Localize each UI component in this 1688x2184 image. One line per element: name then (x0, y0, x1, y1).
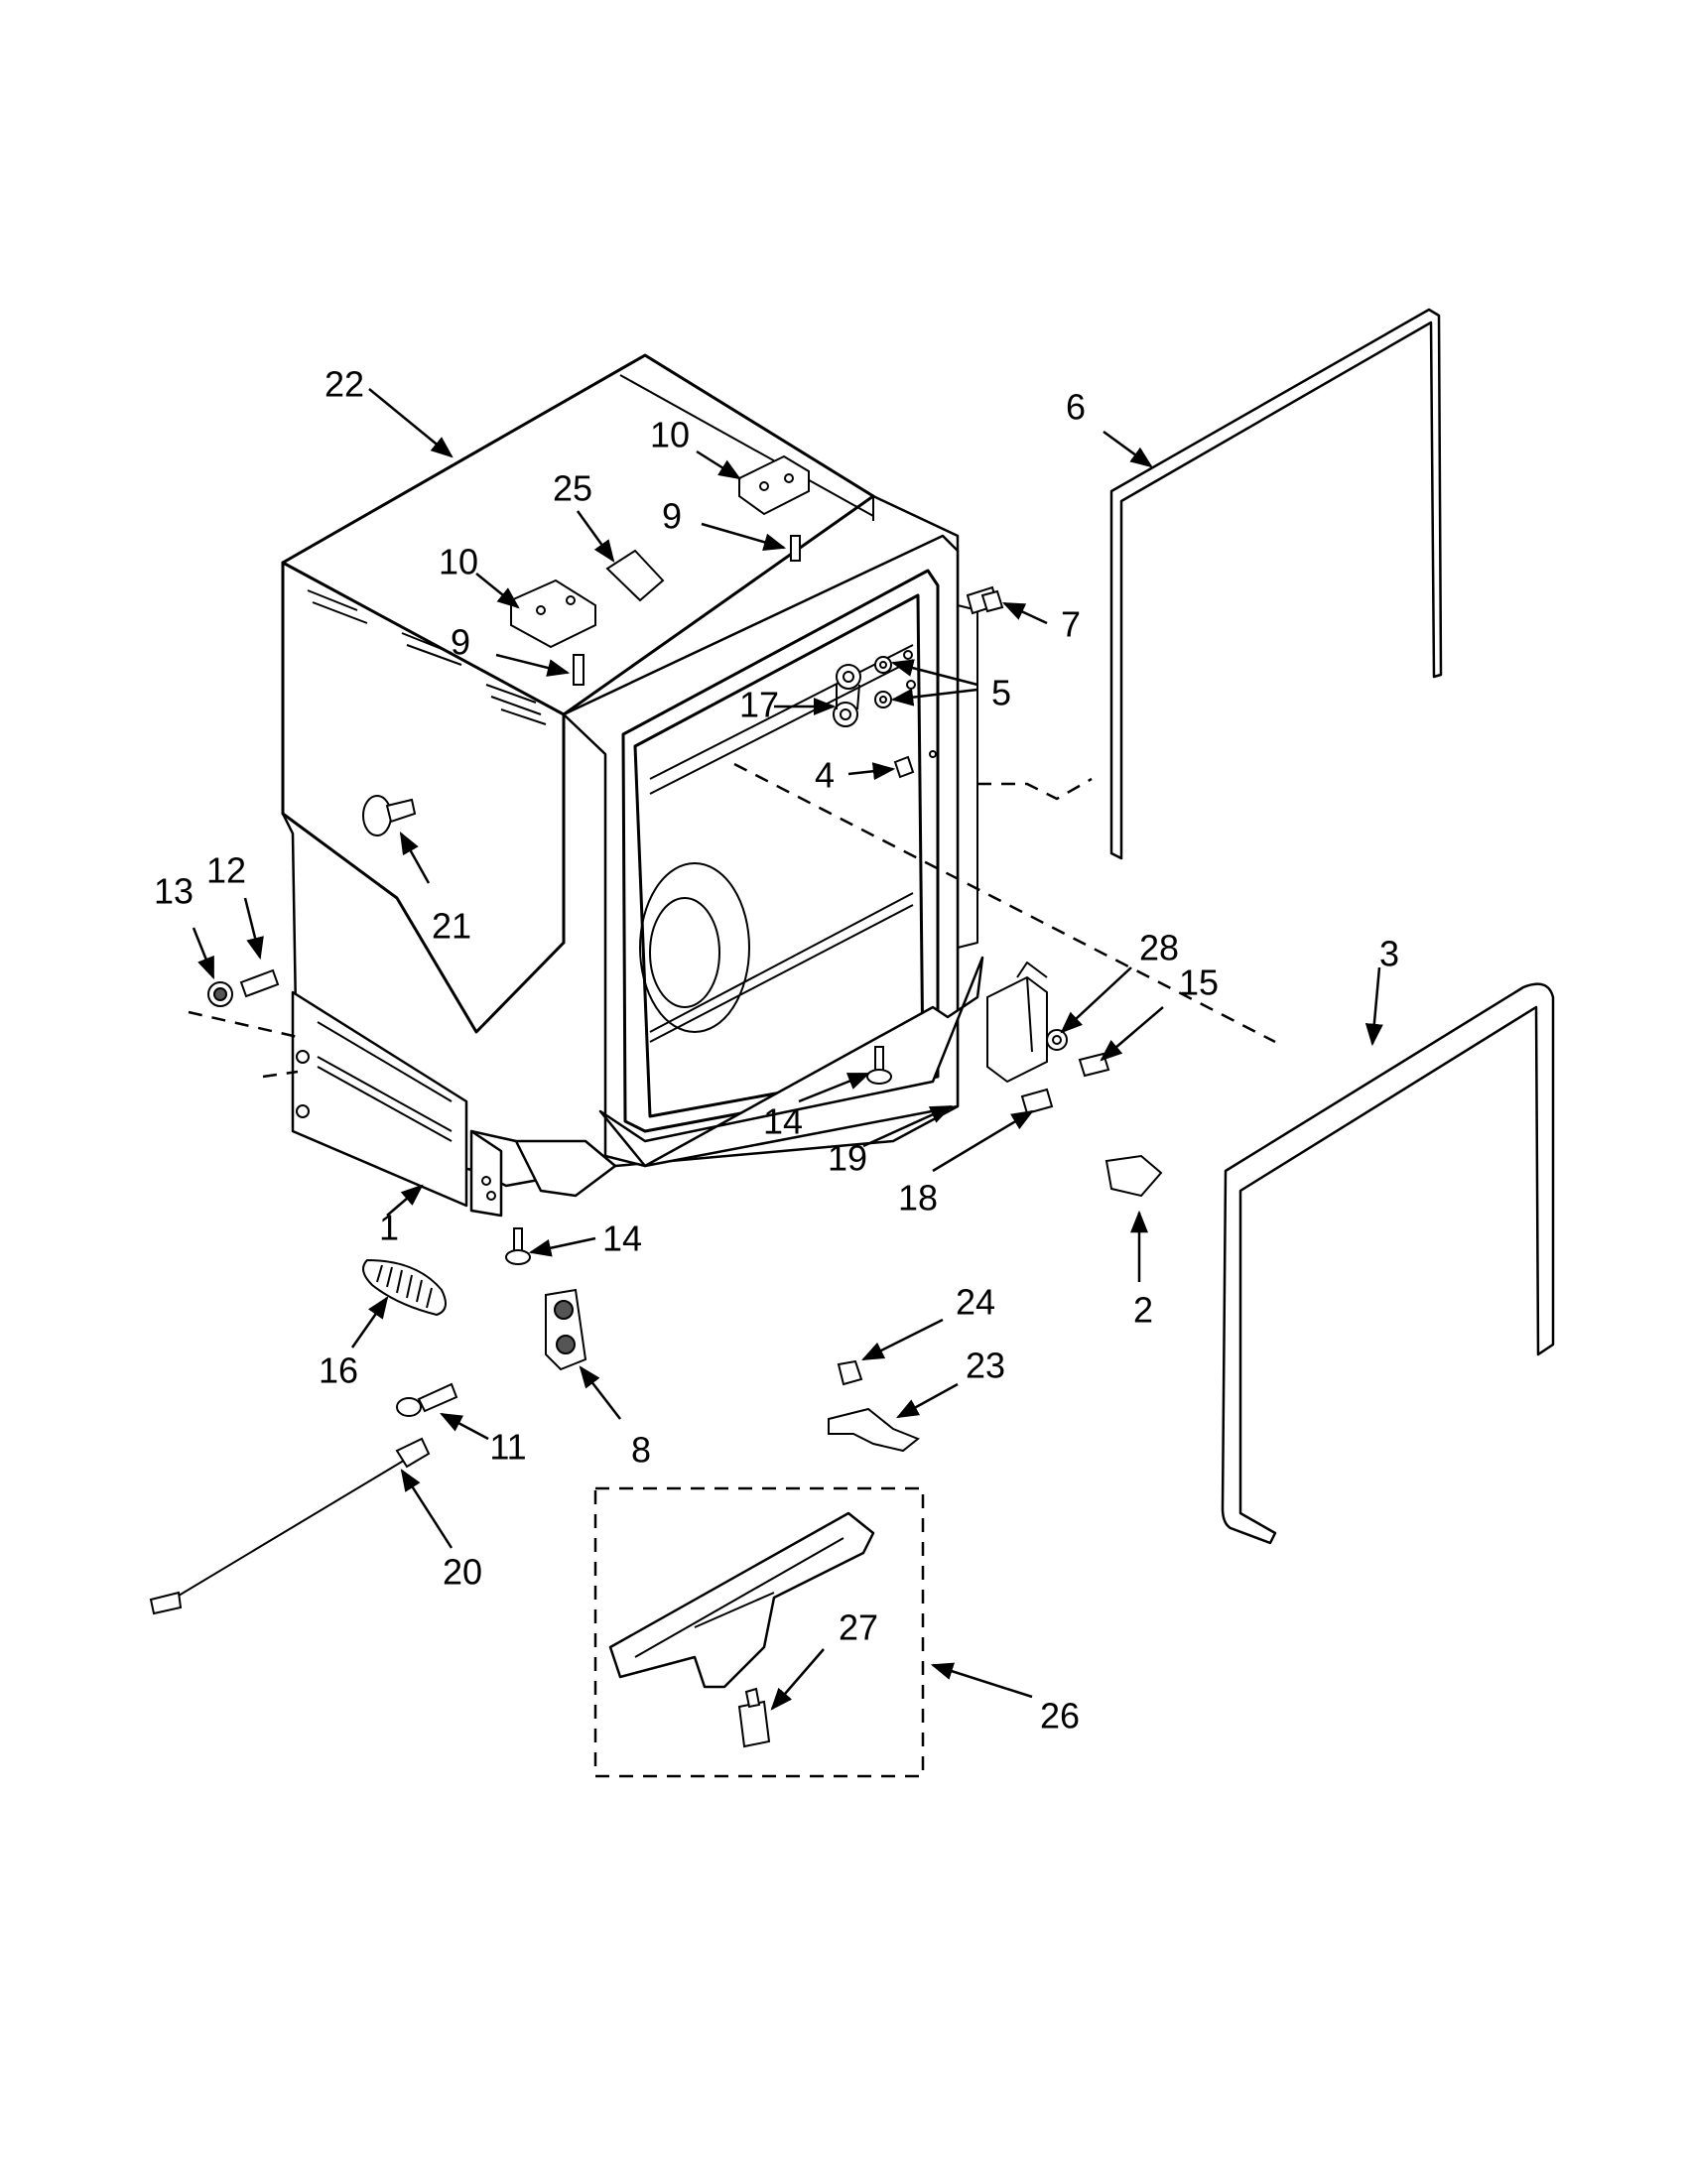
label-12: 12 (206, 850, 246, 891)
part-6-strip (1109, 308, 1443, 860)
label-28: 28 (1139, 928, 1179, 968)
label-5: 5 (991, 673, 1011, 713)
label-10-upper: 10 (650, 415, 690, 455)
part-labels: 22 10 25 9 10 9 6 7 5 17 4 21 13 12 28 1… (154, 364, 1399, 1736)
label-11: 11 (489, 1427, 526, 1468)
label-7: 7 (1061, 604, 1081, 645)
label-20: 20 (443, 1552, 482, 1593)
label-3: 3 (1379, 934, 1399, 974)
label-19: 19 (828, 1138, 867, 1179)
label-22: 22 (325, 364, 364, 405)
label-27: 27 (839, 1607, 878, 1648)
label-21: 21 (432, 906, 471, 947)
label-6: 6 (1066, 387, 1086, 428)
part-3-gasket (1221, 982, 1555, 1545)
label-25: 25 (553, 468, 592, 509)
label-17: 17 (739, 685, 779, 725)
hardware-parts (149, 454, 1163, 1748)
label-16: 16 (319, 1350, 358, 1391)
label-26: 26 (1040, 1696, 1080, 1736)
label-18: 18 (898, 1178, 938, 1219)
label-8: 8 (631, 1430, 651, 1471)
label-23: 23 (966, 1346, 1005, 1386)
label-15: 15 (1179, 963, 1219, 1003)
leader-arrows (192, 388, 1383, 1711)
label-4: 4 (815, 755, 835, 796)
label-14-upper: 14 (763, 1101, 803, 1142)
label-2: 2 (1133, 1290, 1153, 1331)
label-1: 1 (379, 1208, 399, 1248)
label-24: 24 (956, 1282, 995, 1323)
label-9-upper: 9 (662, 496, 682, 537)
label-9-lower: 9 (451, 622, 470, 663)
label-14-lower: 14 (602, 1219, 642, 1259)
label-10-lower: 10 (439, 542, 478, 582)
label-13: 13 (154, 871, 194, 912)
